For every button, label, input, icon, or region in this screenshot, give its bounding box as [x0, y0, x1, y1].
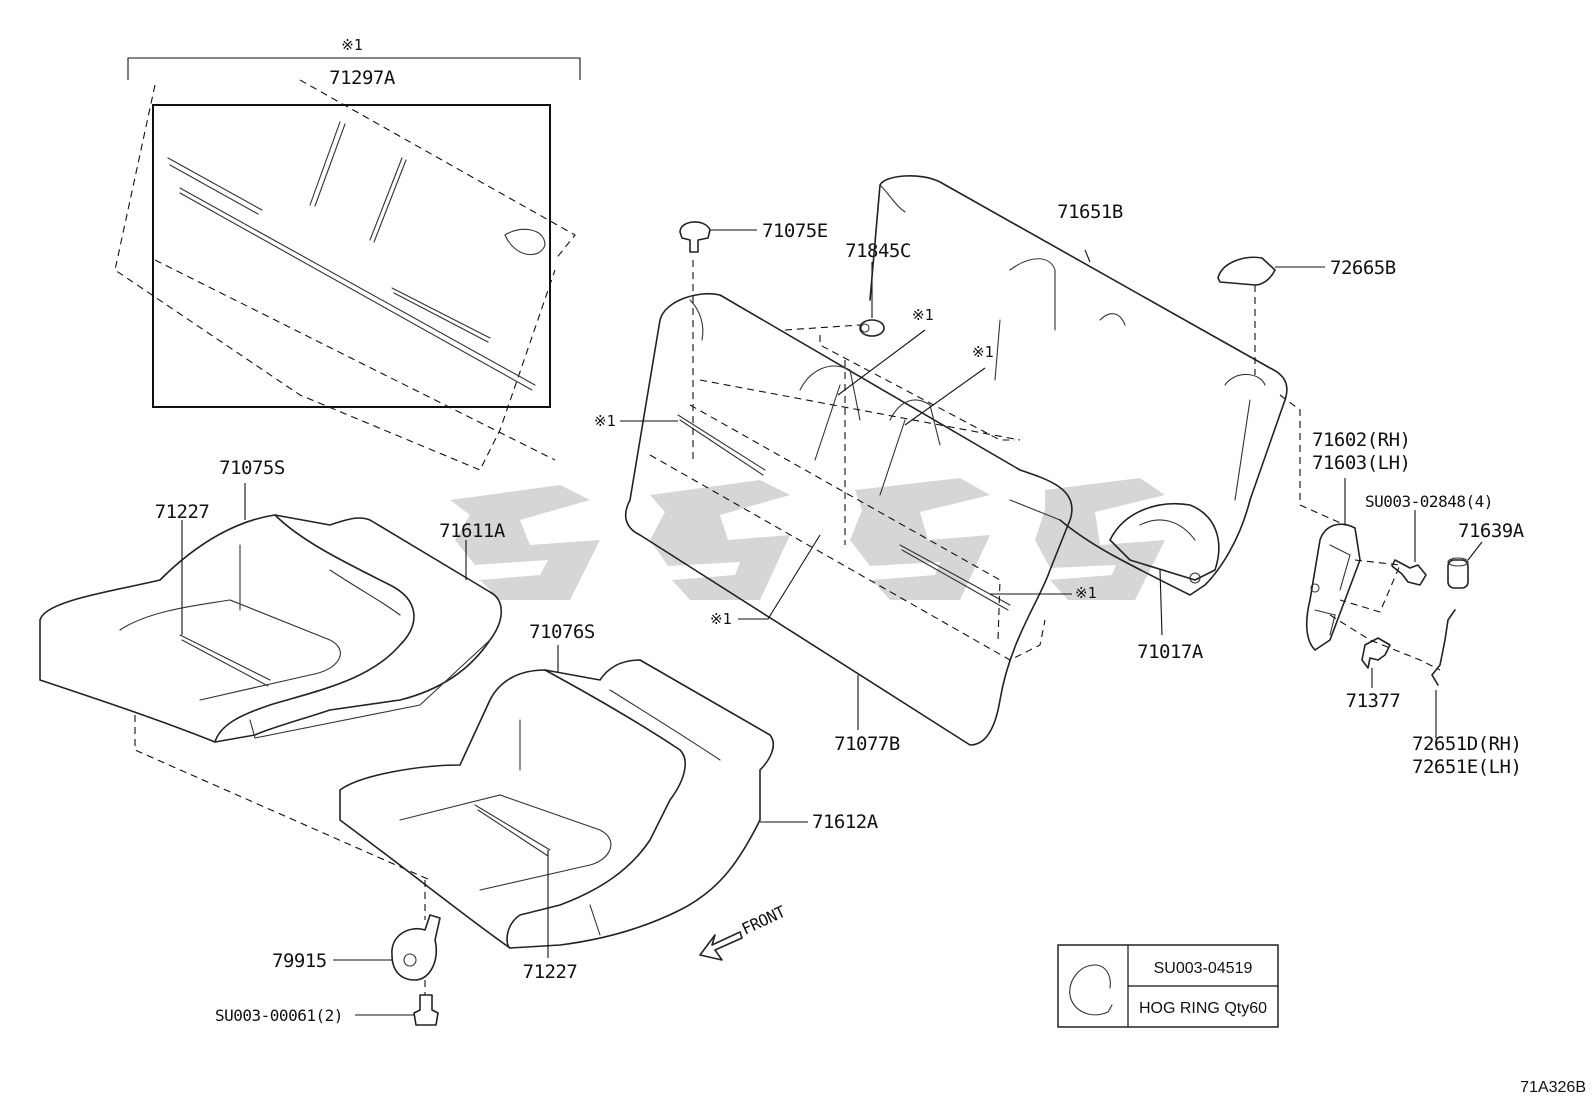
part-label-72651D: 72651D(RH) [1412, 733, 1521, 755]
part-label-71639A: 71639A [1458, 520, 1525, 542]
grommet-71845C: 71845C [845, 240, 911, 337]
kit-ref-mark: ※1 [341, 36, 363, 54]
bolt-icon-2 [1391, 559, 1427, 586]
rod-icon [1431, 609, 1456, 686]
diagram-id: 71A326B [1520, 1079, 1586, 1096]
seat-wire-2 [179, 187, 536, 386]
ref-mark-b: ※1 [972, 343, 994, 361]
part-label-71612A: 71612A [812, 811, 879, 833]
seat-wire-4 [369, 157, 403, 241]
clip-71075E: 71075E [679, 220, 828, 253]
part-label-71611A: 71611A [439, 520, 506, 542]
hog-ring-description: HOG RING Qty60 [1139, 1000, 1267, 1017]
seat-cushion-lower: 71076S 71612A 71227 [339, 621, 879, 983]
part-label-71602: 71602(RH) [1312, 429, 1410, 451]
rod-72651D-72651E: 72651D(RH) 72651E(LH) [1412, 609, 1522, 778]
pad-71017A: 71017A [1109, 502, 1220, 663]
part-label-71227-lower: 71227 [523, 961, 578, 983]
part-label-71075S: 71075S [219, 457, 285, 479]
part-label-71377: 71377 [1346, 690, 1401, 712]
bracket-79915: 79915 SU003-00061(2) [215, 880, 441, 1026]
stopper-icon [1361, 637, 1391, 669]
ref-mark-a: ※1 [912, 306, 934, 324]
ref-mark-d: ※1 [710, 610, 732, 628]
hog-ring-part-no: SU003-04519 [1154, 960, 1253, 977]
front-label: FRONT [739, 902, 789, 939]
part-label-SU003-02848: SU003-02848(4) [1365, 492, 1493, 511]
kit-reference-marks: ※1 ※1 ※1 ※1 ※1 [594, 306, 1097, 628]
part-label-71227-upper: 71227 [155, 501, 210, 523]
grommet-icon [859, 319, 885, 337]
part-label-72665B: 72665B [1330, 257, 1396, 279]
part-label-71297A: 71297A [329, 67, 396, 89]
front-direction-arrow: FRONT [699, 902, 789, 961]
hog-ring-icon [1069, 964, 1113, 1016]
part-label-71651B: 71651B [1057, 201, 1123, 223]
part-label-71845C: 71845C [845, 240, 911, 262]
lock-71602-71603: 71602(RH) 71603(LH) [1279, 394, 1441, 671]
part-label-71017A: 71017A [1137, 641, 1204, 663]
hog-ring-box: SU003-04519 HOG RING Qty60 [1057, 944, 1279, 1028]
clip-icon [679, 221, 711, 253]
part-label-71603: 71603(LH) [1312, 452, 1410, 474]
part-label-71076S: 71076S [529, 621, 595, 643]
ref-mark-e: ※1 [1075, 584, 1097, 602]
part-label-71077B: 71077B [834, 733, 900, 755]
bolt-SU003-02848: SU003-02848(4) [1365, 492, 1493, 586]
seatback-front-71077B: 71077B [624, 260, 1073, 755]
cover-icon [1217, 256, 1276, 286]
part-label-72651E: 72651E(LH) [1412, 756, 1521, 778]
watermark-logo [450, 478, 1165, 600]
seat-wire-3 [309, 121, 341, 206]
bolt-icon [413, 994, 439, 1026]
cover-72665B: 72665B [1217, 256, 1396, 375]
sleeve-71639A: 71639A [1447, 520, 1525, 589]
ref-mark-c: ※1 [594, 412, 616, 430]
seat-cushion-upper: 71075S 71227 71611A [39, 457, 506, 881]
seat-wire-5 [391, 287, 491, 339]
stopper-71377: 71377 [1346, 637, 1401, 712]
seatback-rear-71651B: 71651B [869, 175, 1288, 596]
kit-71297A-group: ※1 71297A [114, 36, 581, 471]
part-label-79915: 79915 [272, 950, 327, 972]
part-label-SU003-00061: SU003-00061(2) [215, 1006, 343, 1025]
seat-wire-1 [167, 157, 263, 211]
sleeve-icon [1447, 559, 1469, 589]
part-label-71075E: 71075E [762, 220, 828, 242]
kit-71297A-box [152, 104, 551, 408]
